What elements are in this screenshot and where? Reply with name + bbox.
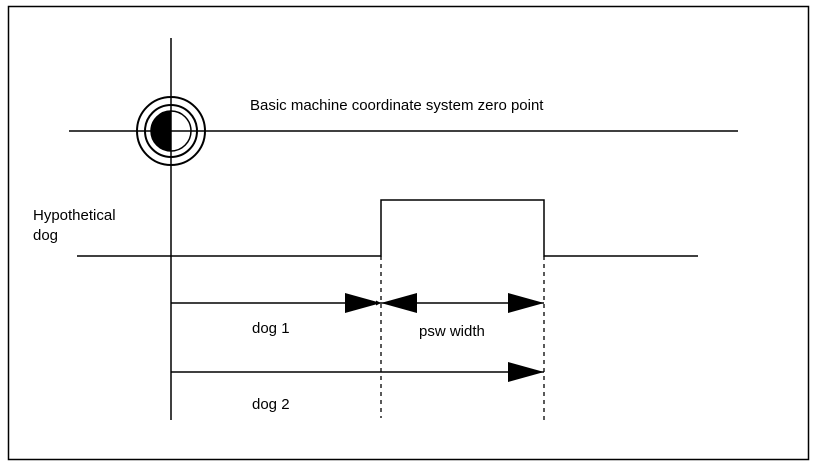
dog-signal-waveform — [77, 199, 698, 257]
hypothetical-dog-label-line1: Hypothetical — [33, 207, 116, 224]
dog1-arrowhead — [345, 293, 381, 313]
dog2-arrowhead — [508, 362, 544, 382]
reference-point-icon — [136, 96, 206, 166]
psw-width-arrowheads — [381, 293, 544, 313]
hypothetical-dog-label-line2: dog — [33, 227, 58, 244]
dog2-label: dog 2 — [252, 396, 290, 413]
zero-point-label: Basic machine coordinate system zero poi… — [250, 97, 544, 114]
psw-width-label: psw width — [419, 323, 485, 340]
diagram-frame — [7, 5, 810, 461]
dog1-label: dog 1 — [252, 320, 290, 337]
